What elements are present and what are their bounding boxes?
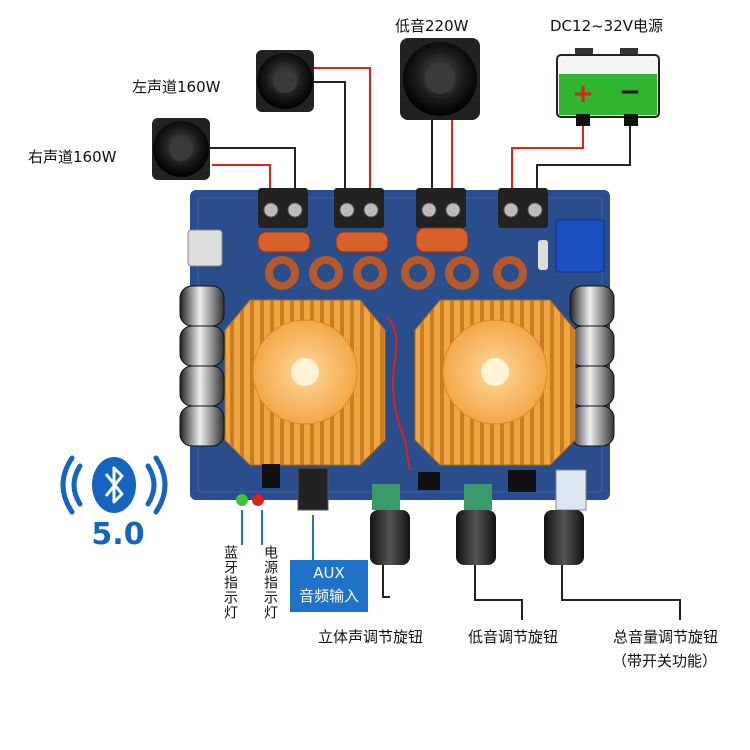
battery-plus: + (572, 79, 594, 109)
bluetooth-indicator-label: 蓝牙指示灯 (222, 545, 238, 620)
power-source-label: DC12~32V电源 (550, 17, 664, 35)
bass-knob (456, 510, 496, 565)
stereo-knob-label: 立体声调节旋钮 (318, 628, 424, 646)
electrolytic-capacitors (179, 285, 615, 447)
terminals (258, 188, 548, 228)
volume-knob-label: 总音量调节旋钮 (613, 628, 719, 646)
potentiometers (372, 484, 492, 510)
chips (262, 464, 536, 492)
stereo-knob (370, 510, 410, 565)
aux-label-line2: 音频输入 (298, 587, 359, 605)
bluetooth-version: 5.0 (91, 517, 144, 552)
volume-knob-note: （带开关功能） (612, 652, 718, 670)
speaker-wires (200, 67, 681, 620)
volume-switch-pot (555, 469, 587, 511)
relay (538, 219, 605, 273)
indicator-callouts (241, 510, 314, 560)
bluetooth-rune-icon (104, 466, 124, 504)
indicator-leds (236, 494, 264, 506)
inductors (265, 256, 527, 290)
power-indicator-label: 电源指示灯 (262, 545, 278, 620)
film-capacitors (257, 227, 469, 253)
right-channel-label: 右声道160W (28, 148, 117, 166)
heatsink-left (224, 299, 386, 466)
bass-speaker-label: 低音220W (395, 17, 469, 35)
battery (556, 48, 660, 126)
aux-label-line1: AUX (313, 564, 345, 582)
fan-wire (387, 317, 411, 471)
left-channel-speaker (256, 50, 314, 112)
bass-knob-label: 低音调节旋钮 (468, 628, 559, 646)
volume-knob (544, 510, 584, 565)
terminal-screws (263, 202, 543, 218)
usb-port (187, 229, 223, 267)
heatsink-right (414, 299, 576, 466)
aux-input-label: AUX 音频输入 (290, 560, 368, 612)
bass-speaker (400, 38, 480, 120)
aux-jack (297, 467, 329, 511)
left-channel-label: 左声道160W (132, 78, 221, 96)
bluetooth-icon (60, 455, 168, 515)
battery-minus: − (619, 77, 641, 107)
right-channel-speaker (152, 118, 210, 180)
